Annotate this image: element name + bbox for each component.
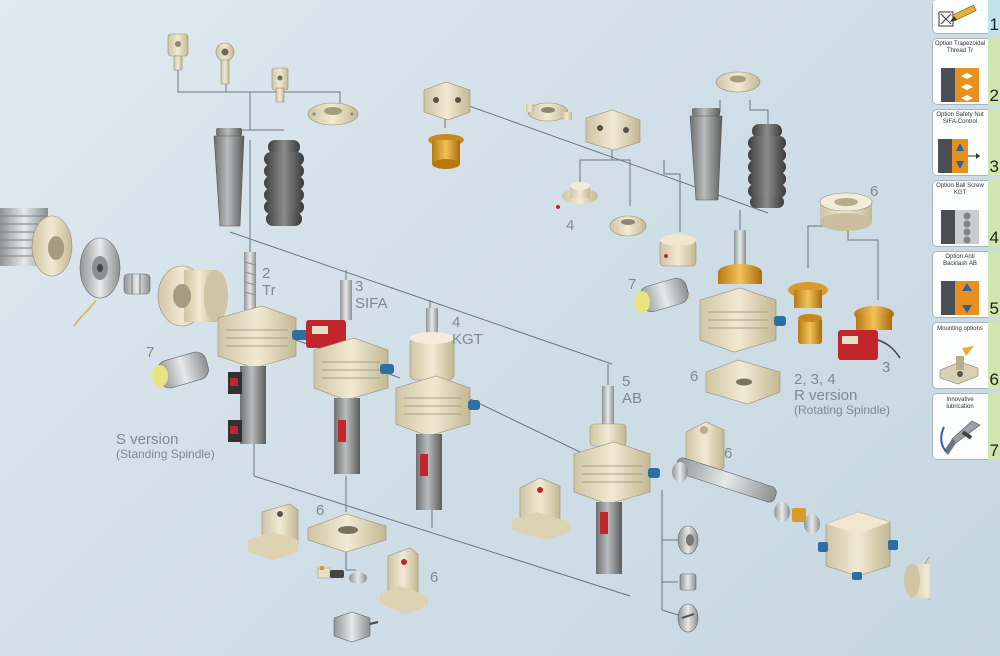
safety-nut-right [838, 306, 901, 360]
tab-2-number: 2 [989, 86, 999, 105]
flange-nut-small [609, 215, 647, 237]
tab-6-title: Mounting options [937, 326, 983, 332]
tab-7-title: Innovative lubrication [946, 397, 974, 410]
label-option-5: 5 [622, 373, 631, 390]
label-lubricator-right: 7 [628, 276, 637, 293]
label-ab: AB [622, 390, 643, 407]
bellows-boot-left [264, 140, 304, 226]
collar-ring [819, 192, 873, 231]
tab-5-number: 5 [989, 299, 999, 318]
label-option-2: 2 [262, 265, 271, 282]
exploded-diagram [0, 33, 930, 643]
tab-4-number: 4 [989, 228, 999, 247]
sidebar-tab-1[interactable]: 1 [932, 0, 1000, 34]
sidebar-tab-2[interactable]: Option Trapezoidal Thread Tr 2 [932, 38, 1000, 105]
label-s-version-sub: (Standing Spindle) [116, 447, 215, 461]
connecting-shaft [672, 457, 777, 503]
bevel-gearbox [818, 511, 898, 580]
mounting-bracket-right [380, 547, 428, 614]
label-sifa: SIFA [355, 295, 388, 312]
mounting-plate-r [705, 359, 781, 405]
mounting-icon [938, 346, 982, 389]
label-mounting-bottom: 6 [316, 502, 325, 519]
end-flange [307, 102, 359, 126]
clevis-end-fitting [167, 33, 189, 71]
label-option-4: 4 [452, 314, 461, 331]
threaded-adapter [271, 67, 289, 103]
lubricator-right [634, 277, 689, 313]
rotating-nut-housing [556, 182, 598, 209]
protective-tube-right [689, 108, 723, 201]
mounting-plate-bottom [307, 513, 387, 553]
tab-1-number: 1 [989, 15, 999, 34]
ball-screw-icon [941, 210, 979, 247]
anti-backlash-icon [941, 281, 979, 318]
sidebar-tab-3[interactable]: Option Safety Nut SIFA-Control 3 [932, 109, 1000, 176]
mounting-block-upper [585, 109, 641, 151]
label-option-4-upper: 4 [566, 217, 575, 234]
sidebar-tab-4[interactable]: Option Ball Screw KGT 4 [932, 180, 1000, 247]
end-flange-right [715, 71, 761, 93]
tab-2-title: Option Trapezoidal Thread Tr [934, 41, 986, 54]
electric-motor [0, 208, 73, 277]
config-pencil-icon [938, 4, 982, 33]
motor-adapter-bell [157, 265, 228, 327]
motor-flange-disc [73, 237, 121, 327]
tab-7-number: 7 [989, 441, 999, 460]
small-bearing-parts [317, 566, 367, 584]
bellows-boot-right [748, 124, 786, 208]
bell-housing-right [904, 555, 930, 601]
label-s-version: S version [116, 431, 179, 448]
sidebar-tab-6[interactable]: Mounting options 6 [932, 322, 1000, 389]
label-mounting-bottom-right: 6 [430, 569, 439, 586]
flange-nut-kgt [659, 234, 697, 267]
tab-5-title: Option Anti Backlash AB [943, 254, 977, 267]
label-safety-nut-right: 3 [882, 359, 891, 376]
safety-nut-icon [938, 139, 982, 176]
lubrication-gun-icon [938, 417, 982, 460]
pivot-bracket-center [512, 477, 570, 540]
screw-jack-r-version [699, 230, 786, 353]
label-r-options: 2, 3, 4 [794, 371, 836, 388]
bronze-nut-right [788, 282, 828, 344]
tab-6-number: 6 [989, 370, 999, 389]
rod-eye [215, 42, 235, 85]
screw-jack-sifa [306, 280, 394, 474]
mounting-bracket-left [248, 503, 299, 560]
tab-1-strip [988, 0, 1000, 34]
handwheel-and-caps [677, 525, 699, 633]
tab-4-title: Option Ball Screw KGT [936, 183, 984, 196]
lubricator-left [152, 351, 209, 389]
trapezoidal-thread-icon [941, 68, 979, 105]
screw-jack-ab [573, 386, 660, 574]
tab-3-title: Option Safety Nut SIFA-Control [936, 112, 984, 125]
screw-jack-tr [217, 252, 310, 444]
label-mounting-upper: 6 [870, 183, 879, 200]
label-mounting-plate: 6 [690, 368, 699, 385]
label-r-version: R version [794, 387, 858, 404]
label-lubricator-left: 7 [146, 344, 155, 361]
shaft-coupling-left [123, 273, 151, 295]
gear-box-small [333, 611, 379, 643]
tab-3-number: 3 [989, 157, 999, 176]
label-tr: Tr [262, 282, 276, 299]
label-option-3: 3 [355, 278, 364, 295]
shaft-coupling-right [774, 502, 820, 534]
sidebar-tab-7[interactable]: Innovative lubrication 7 [932, 393, 1000, 460]
bronze-flange-nut [428, 134, 464, 169]
label-mounting-bracket-right: 6 [724, 445, 733, 462]
label-kgt: KGT [452, 331, 483, 348]
sidebar-tab-5[interactable]: Option Anti Backlash AB 5 [932, 251, 1000, 318]
screw-jack-kgt [395, 308, 480, 510]
pivot-mount [526, 102, 572, 122]
option-sidebar: 1 Option Trapezoidal Thread Tr 2 Option … [930, 0, 1000, 656]
protective-tube-left [213, 128, 245, 227]
label-r-version-sub: (Rotating Spindle) [794, 403, 891, 417]
trunnion-block [423, 81, 471, 121]
